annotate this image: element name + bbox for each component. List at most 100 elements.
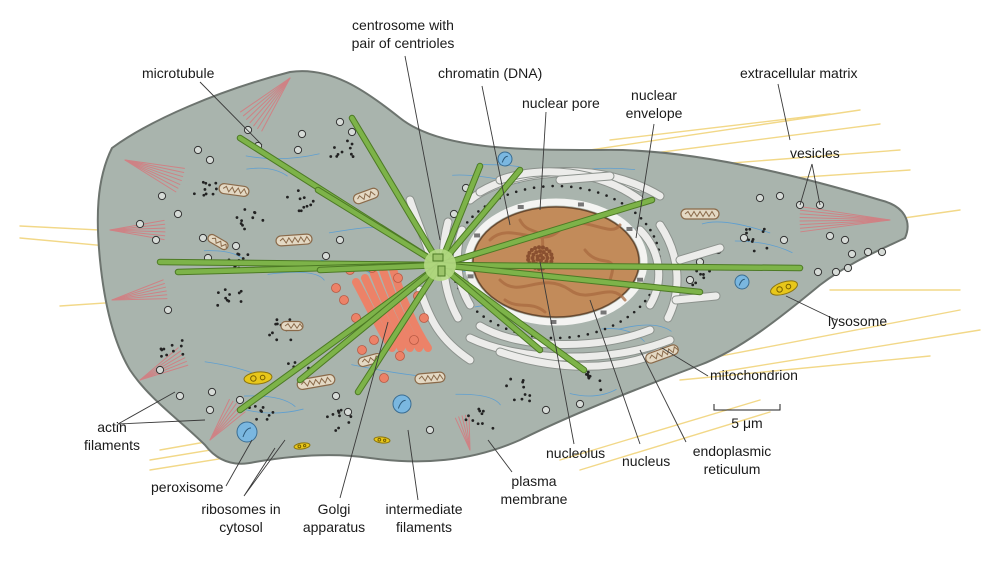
- ribosome: [235, 216, 239, 219]
- vesicle: [335, 117, 345, 127]
- label-actin: filaments: [84, 437, 140, 453]
- matrix-fiber: [589, 109, 861, 151]
- lysosome: [770, 280, 798, 296]
- nucleolus-granule: [538, 249, 542, 254]
- nucleus-group: [464, 198, 648, 326]
- lysosome: [373, 436, 391, 444]
- vesicle: [877, 247, 887, 257]
- ribosome: [179, 344, 183, 348]
- vesicle: [243, 125, 253, 135]
- vesicle: [205, 405, 215, 415]
- lysosome: [243, 371, 273, 385]
- ribosome: [752, 249, 756, 253]
- intermediate-filament: [734, 240, 793, 254]
- actin-filament: [209, 400, 234, 441]
- ribosome: [579, 186, 582, 190]
- mitochondrion: [357, 352, 383, 368]
- ribosome: [239, 289, 243, 293]
- ribosome: [598, 379, 602, 383]
- lysosome-content: [382, 438, 387, 442]
- ribosome: [251, 216, 255, 220]
- intermediate-filament: [246, 167, 288, 177]
- ribosome: [558, 336, 562, 340]
- ribosome: [216, 291, 220, 294]
- nuclear-pore: [600, 310, 607, 315]
- vesicle: [847, 249, 857, 259]
- ribosome: [568, 336, 571, 339]
- golgi-vesicle: [379, 373, 389, 383]
- vesicle: [331, 391, 341, 401]
- label-plasma-membrane: plasma: [511, 473, 556, 489]
- actin-filament: [111, 279, 164, 301]
- actin-filament: [209, 405, 241, 441]
- microtubule: [297, 262, 443, 383]
- ribosome: [349, 415, 353, 418]
- vesicle: [685, 275, 695, 285]
- ribosome: [243, 227, 246, 231]
- ribosome: [337, 426, 340, 430]
- ribosome: [223, 288, 227, 292]
- actin-filament: [246, 77, 291, 120]
- ribosome: [464, 418, 468, 422]
- scale-bar: [713, 404, 781, 411]
- peroxisome: [734, 274, 750, 290]
- nuclear-pore: [577, 202, 584, 207]
- actin-filament: [109, 229, 166, 233]
- ribosome: [326, 415, 329, 419]
- lysosome-content: [250, 375, 257, 382]
- actin-filament: [111, 290, 167, 301]
- er-cisterna: [476, 322, 654, 348]
- vesicle: [813, 267, 823, 277]
- peroxisome-core: [501, 155, 508, 163]
- ribosome: [560, 184, 564, 188]
- vesicle: [779, 235, 789, 245]
- nucleolus-granule: [540, 245, 545, 250]
- mitochondrion: [645, 344, 680, 364]
- centriole: [432, 253, 444, 262]
- ribosome: [620, 201, 624, 205]
- nucleolus-granule: [545, 256, 550, 260]
- intermediate-filament: [267, 271, 325, 281]
- nucleolus-granule: [541, 250, 546, 255]
- ribosome: [293, 361, 297, 364]
- ribosome: [638, 305, 642, 309]
- ribosome: [528, 399, 531, 403]
- ribosome: [160, 354, 163, 358]
- ribosome: [298, 197, 302, 201]
- vesicle: [155, 365, 165, 375]
- ribosome: [181, 352, 185, 356]
- ribosome: [745, 231, 748, 235]
- microtubule: [437, 167, 523, 268]
- ribosome: [241, 223, 244, 227]
- label-chromatin: chromatin (DNA): [438, 65, 542, 81]
- ribosome: [305, 204, 309, 208]
- microtubule: [437, 197, 655, 268]
- ribosome: [599, 388, 603, 392]
- actin-filament-bundles: [109, 77, 891, 451]
- ribosome: [649, 228, 652, 232]
- nuclear-pore: [467, 274, 474, 279]
- ribosome: [241, 257, 245, 260]
- ribosome: [202, 193, 206, 197]
- label-scale-bar: 5 μm: [731, 415, 762, 431]
- ribosome: [287, 362, 290, 366]
- lysosome: [293, 442, 311, 450]
- ribosome: [489, 319, 492, 323]
- ribosome: [476, 422, 480, 426]
- vesicle: [321, 251, 331, 261]
- matrix-fiber: [679, 355, 931, 381]
- nucleolus-granule: [544, 246, 549, 251]
- actin-filament: [468, 414, 471, 451]
- nucleolus-granule: [550, 256, 554, 260]
- ribosome: [227, 299, 231, 303]
- label-lysosome: lysosome: [828, 313, 887, 329]
- label-ribosomes: ribosomes in: [201, 501, 280, 517]
- ribosome: [542, 185, 545, 188]
- actin-filament: [458, 416, 471, 451]
- ribosome: [523, 188, 527, 191]
- ribosome: [482, 315, 485, 318]
- ribosome: [528, 394, 532, 397]
- actin-filament: [261, 77, 291, 132]
- golgi-vesicle: [369, 335, 379, 345]
- leader-lines: [117, 55, 837, 501]
